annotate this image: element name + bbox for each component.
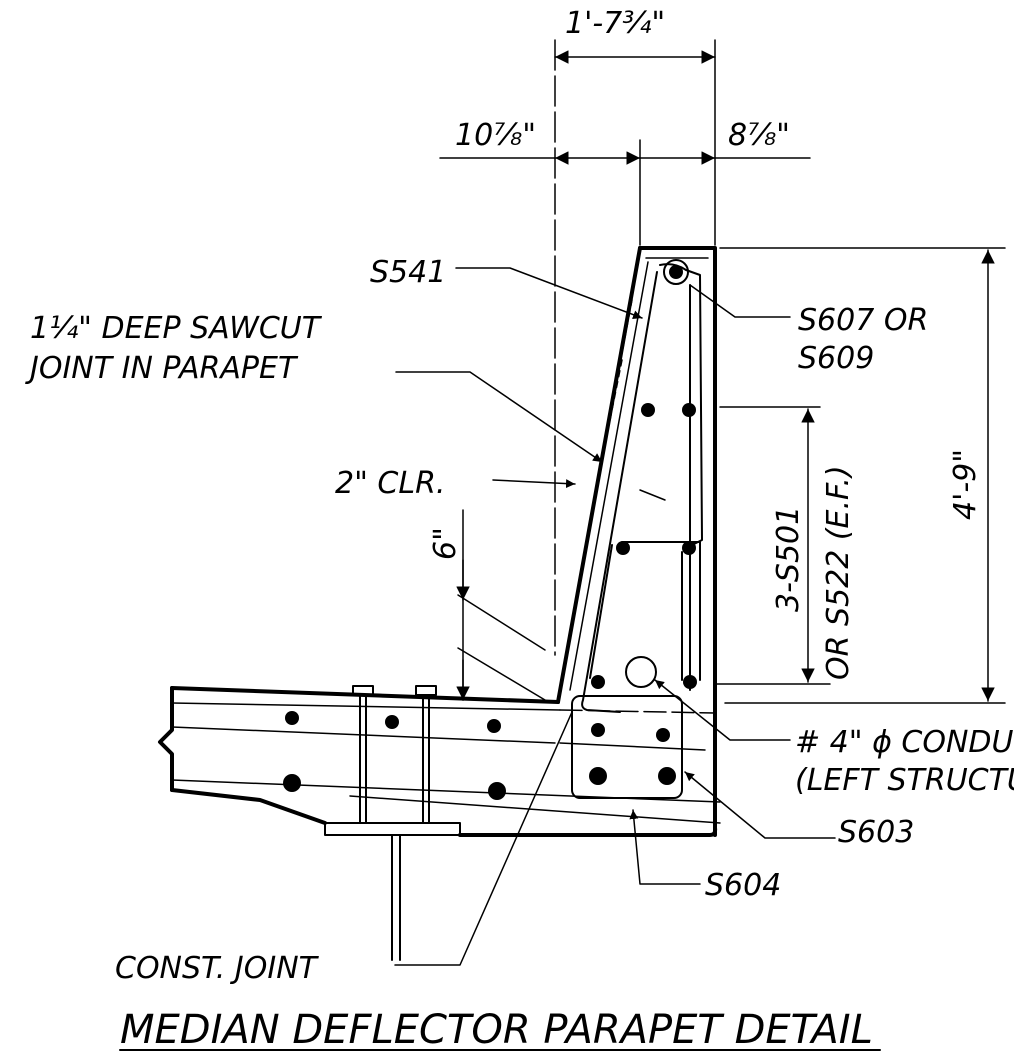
dimension-overall-width <box>554 39 716 656</box>
right-part-label: 8⅞" <box>728 118 790 153</box>
drawing-title: MEDIAN DEFLECTOR PARAPET DETAIL <box>120 1007 873 1053</box>
s501-label-line2: OR S522 (E.F.) <box>821 465 856 680</box>
const-joint-label: CONST. JOINT <box>115 951 320 986</box>
overall-width-label: 1'-7¾" <box>565 6 665 41</box>
girder-flange <box>324 685 461 961</box>
conduit-label-line1: # 4" ϕ CONDUIT <box>795 725 1014 760</box>
sawcut-label-line2: JOINT IN PARAPET <box>25 351 299 386</box>
dimension-split <box>439 139 811 246</box>
s541-label: S541 <box>370 255 446 290</box>
deck-slab <box>158 686 721 837</box>
conduit-label-line2: (LEFT STRUCTURE) <box>795 763 1014 798</box>
height-label: 4'-9" <box>948 449 983 520</box>
dimension-s501 <box>714 406 831 685</box>
s607-label-line2: S609 <box>798 341 874 376</box>
s604-label: S604 <box>705 868 781 903</box>
parapet-outline <box>556 246 717 837</box>
s603-label: S603 <box>838 815 914 850</box>
six-inch-label: 6" <box>428 527 463 560</box>
rebar-bars <box>283 259 697 800</box>
s607-label-line1: S607 OR <box>798 303 928 338</box>
leader-lines <box>394 267 836 966</box>
dimension-six-inch <box>456 509 546 701</box>
dimension-height <box>719 247 1006 704</box>
s501-label-line1: 3-S501 <box>771 506 806 612</box>
clearance-label: 2" CLR. <box>335 466 445 501</box>
sawcut-label-line1: 1¼" DEEP SAWCUT <box>30 311 323 346</box>
left-part-label: 10⅞" <box>455 118 536 153</box>
stirrup-s541 <box>581 263 703 713</box>
stirrup-s603 <box>571 541 701 799</box>
